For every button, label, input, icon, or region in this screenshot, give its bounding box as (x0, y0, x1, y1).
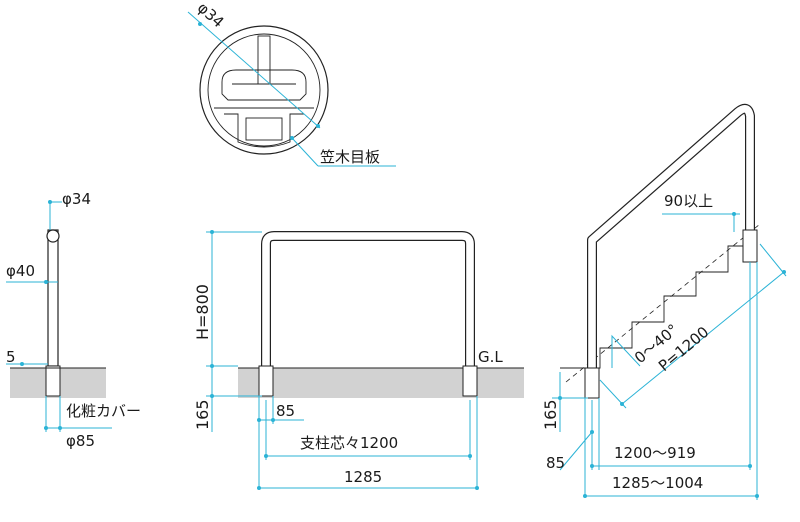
side-view: φ34 φ40 5 化粧カバー φ85 (6, 190, 141, 450)
front-height: H=800 (193, 284, 212, 340)
handrail-section: φ34 笠木目板 (187, 0, 396, 167)
stair-clearance: 90以上 (664, 192, 713, 210)
front-embed: 165 (193, 399, 212, 430)
cover-diameter: φ85 (66, 432, 95, 450)
stair-view: 90以上 0～40° P=1200 165 85 1200～919 1285～1… (541, 103, 787, 500)
cap-plate-label: 笠木目板 (320, 148, 380, 166)
front-total: 1285 (344, 468, 382, 486)
stair-span: 1200～919 (614, 444, 696, 462)
stair-total: 1285～1004 (612, 474, 703, 492)
front-base-offset: 85 (276, 402, 295, 420)
side-offset: 5 (6, 348, 16, 366)
front-view: H=800 165 G.L 85 支柱芯々1200 1285 (193, 230, 524, 490)
section-diameter-label: φ34 (194, 0, 228, 31)
stair-base-offset: 85 (546, 454, 565, 472)
front-post-pitch: 支柱芯々1200 (300, 434, 398, 452)
ground-label: G.L (478, 348, 503, 366)
cover-label: 化粧カバー (66, 402, 141, 420)
side-post-diameter: φ40 (6, 262, 35, 280)
side-top-diameter: φ34 (62, 190, 91, 208)
stair-embed: 165 (541, 399, 560, 430)
